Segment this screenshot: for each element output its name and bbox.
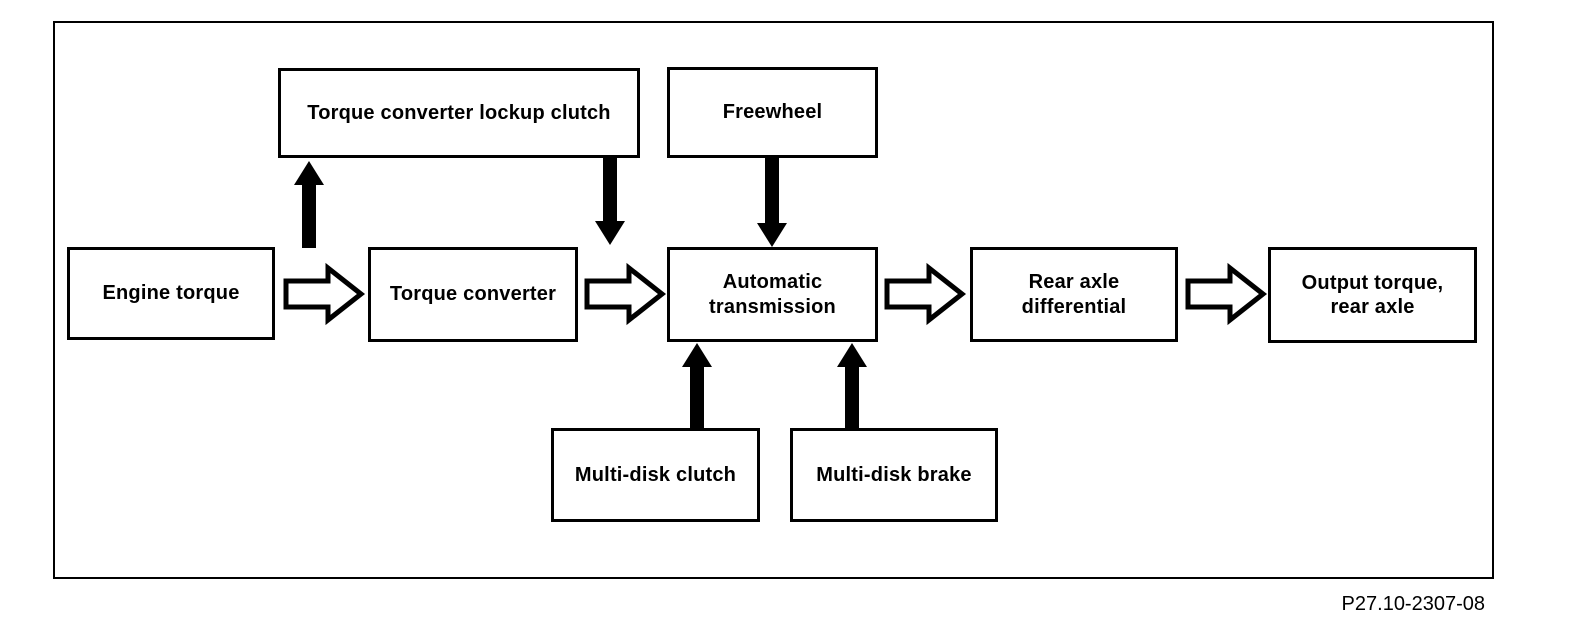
box-label: Multi-disk clutch: [574, 463, 737, 486]
box-freewheel: Freewheel: [667, 67, 878, 158]
arrow-automatic-transmission-to-rear-axle-differential: [884, 262, 967, 326]
arrow-down-lockup-clutch-to-transmission-flow: [595, 158, 625, 245]
arrow-up-multi-disk-brake-to-automatic-transmission: [837, 343, 867, 428]
box-torque-converter-lockup-clutch: Torque converter lockup clutch: [278, 68, 640, 158]
box-multi-disk-brake: Multi-disk brake: [790, 428, 998, 522]
arrow-torque-converter-to-automatic-transmission: [584, 262, 667, 326]
box-label: Rear axle differential: [1021, 271, 1127, 318]
box-label: Engine torque: [102, 282, 240, 305]
arrow-engine-torque-to-torque-converter: [283, 262, 366, 326]
box-label: Freewheel: [722, 101, 823, 124]
arrow-up-torque-converter-to-lockup-clutch: [294, 161, 324, 248]
box-rear-axle-differential: Rear axle differential: [970, 247, 1178, 342]
figure-number: P27.10-2307-08: [1341, 593, 1485, 615]
arrow-rear-axle-differential-to-output-torque: [1185, 262, 1268, 326]
box-label: Output torque, rear axle: [1301, 271, 1444, 318]
box-label: Torque converter lockup clutch: [307, 101, 611, 124]
box-automatic-transmission: Automatic transmission: [667, 247, 878, 342]
box-multi-disk-clutch: Multi-disk clutch: [551, 428, 760, 522]
box-label: Torque converter: [389, 283, 557, 306]
box-label: Automatic transmission: [709, 271, 836, 318]
box-label: Multi-disk brake: [816, 463, 972, 486]
arrow-down-freewheel-to-automatic-transmission: [757, 158, 787, 247]
box-torque-converter: Torque converter: [368, 247, 578, 342]
arrow-up-multi-disk-clutch-to-automatic-transmission: [682, 343, 712, 428]
diagram-border: [53, 21, 1494, 579]
box-output-torque-rear-axle: Output torque, rear axle: [1268, 247, 1477, 343]
box-engine-torque: Engine torque: [67, 247, 275, 340]
